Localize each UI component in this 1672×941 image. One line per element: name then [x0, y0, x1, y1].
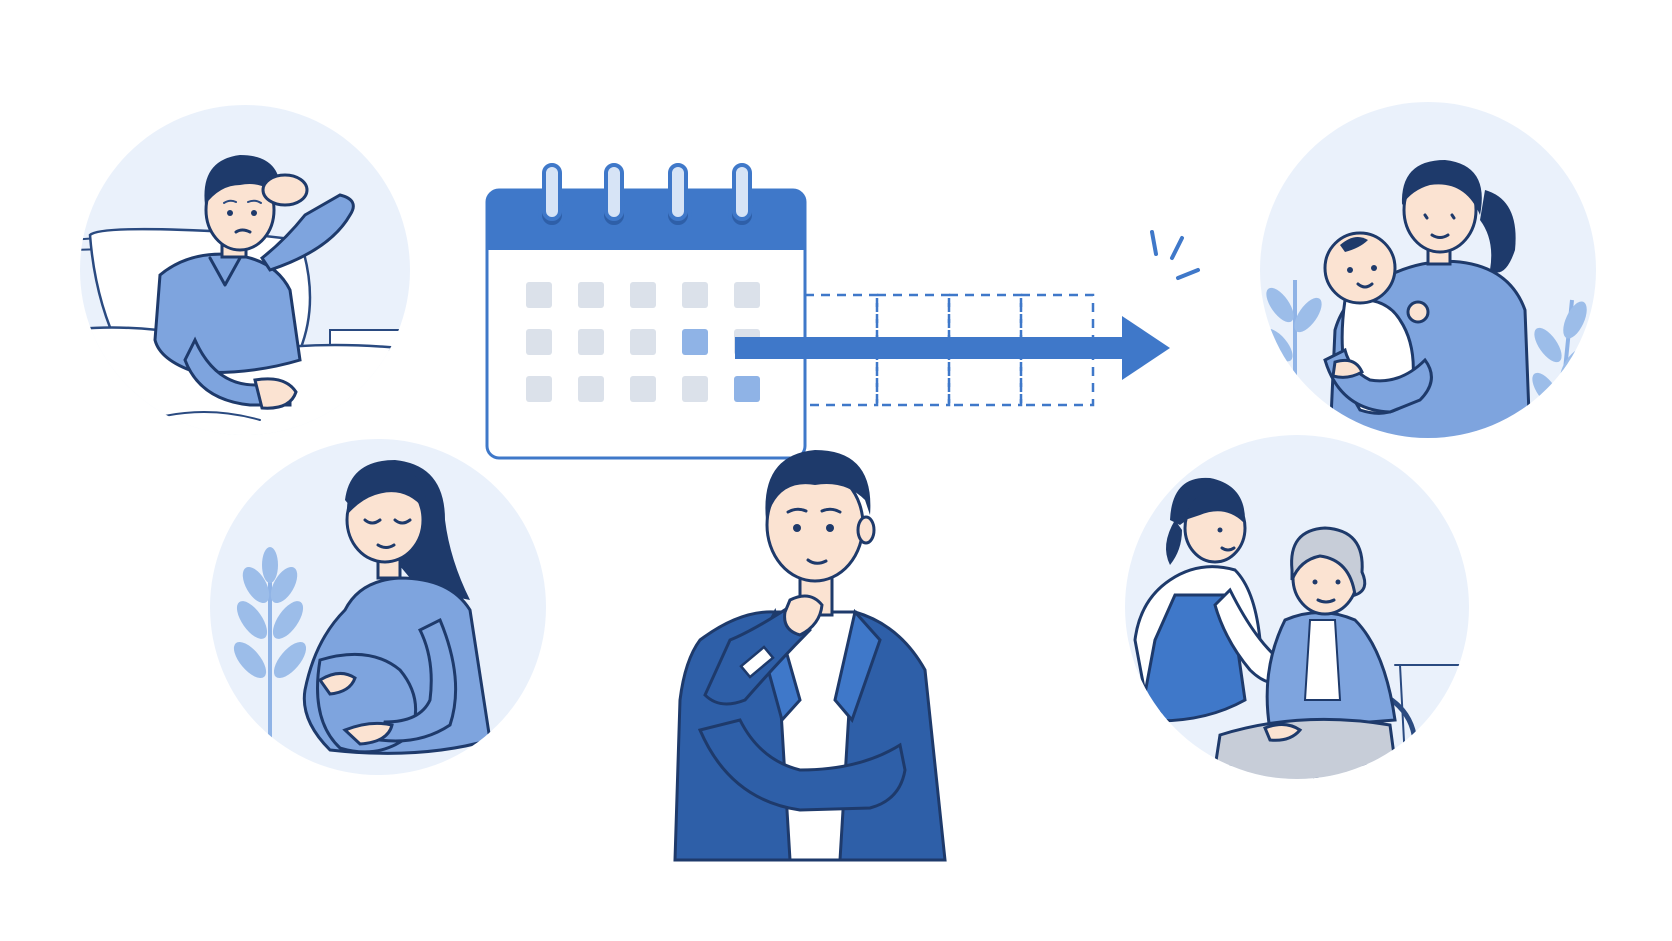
calendar-day-cell [734, 376, 760, 402]
calendar-day-cell [526, 376, 552, 402]
leaf-icon [233, 547, 307, 760]
caregiver-with-elderly-scene [1125, 435, 1469, 779]
calendar-day-cell [526, 282, 552, 308]
calendar-day-cell [682, 282, 708, 308]
calendar-day-cell [682, 376, 708, 402]
calendar-day-cell [682, 329, 708, 355]
sparkle-icon [1150, 230, 1200, 280]
calendar-day-cell [630, 329, 656, 355]
calendar-day-cell [630, 282, 656, 308]
calendar-rings [538, 163, 756, 229]
pregnant-woman-scene [210, 439, 546, 775]
woman-holding-baby-scene [1260, 102, 1596, 438]
calendar-icon [485, 163, 807, 460]
calendar-day-cell [578, 329, 604, 355]
calendar-day-cell [630, 376, 656, 402]
sick-man-in-bed-scene [80, 105, 410, 435]
calendar-day-cell [578, 376, 604, 402]
calendar-day-cell [734, 282, 760, 308]
thinking-businessman [673, 450, 947, 862]
arrow-right-icon [735, 316, 1170, 380]
calendar-day-cell [526, 329, 552, 355]
calendar-day-cell [578, 282, 604, 308]
